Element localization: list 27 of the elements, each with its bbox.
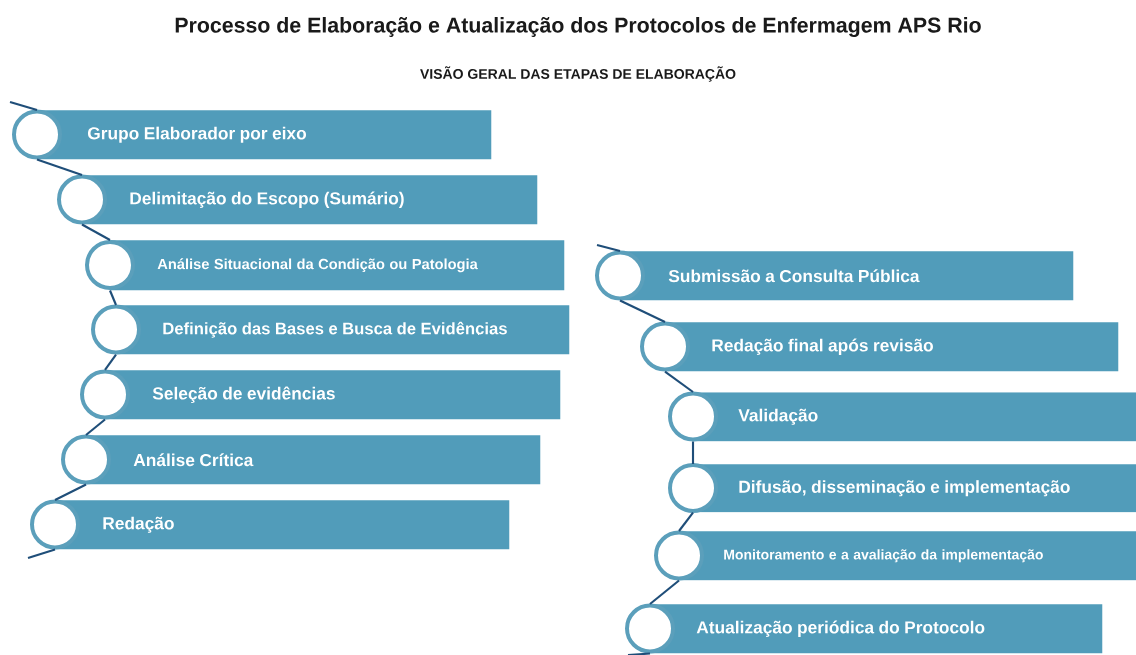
step-bar: Redação <box>30 499 510 550</box>
title: Processo de Elaboração e Atualização dos Protocolos de Enfermagem APS Rio <box>175 17 981 37</box>
timeline-line <box>85 418 106 436</box>
step-bar: Grupo Elaborador por eixo <box>12 109 492 160</box>
step-bar: Atualização periódica do Protocolo <box>625 603 1103 654</box>
timeline-line <box>664 370 694 393</box>
timeline-line <box>104 353 117 371</box>
timeline-line <box>649 579 680 605</box>
timeline-line <box>619 299 666 323</box>
step-bar: Redação final após revisão <box>640 321 1119 372</box>
step-bar: Validação <box>668 391 1136 442</box>
step-bar: Seleção de evidências <box>80 369 561 420</box>
step-bar: Difusão, disseminação e implementação <box>668 463 1136 513</box>
timeline-line <box>27 548 56 559</box>
timeline-line <box>678 511 694 532</box>
timeline-line <box>109 290 117 306</box>
timeline-line <box>691 441 695 464</box>
timeline-line <box>627 652 651 655</box>
step-bar: Análise Crítica <box>61 434 541 485</box>
timeline-line <box>9 100 38 111</box>
step-bar: Delimitação do Escopo (Sumário) <box>57 174 538 225</box>
subtitle: VISÃO GERAL DAS ETAPAS DE ELABORAÇÃO <box>420 66 736 82</box>
step-bar: Definição das Bases e Busca de Evidências <box>91 304 570 355</box>
step-bar: Monitoramento e a avaliação da implementação <box>654 530 1136 581</box>
timeline-line <box>596 243 621 253</box>
step-bar: Análise Situacional da Condição ou Patologia <box>85 240 565 291</box>
step-bar: Submissão a Consulta Pública <box>595 250 1074 301</box>
